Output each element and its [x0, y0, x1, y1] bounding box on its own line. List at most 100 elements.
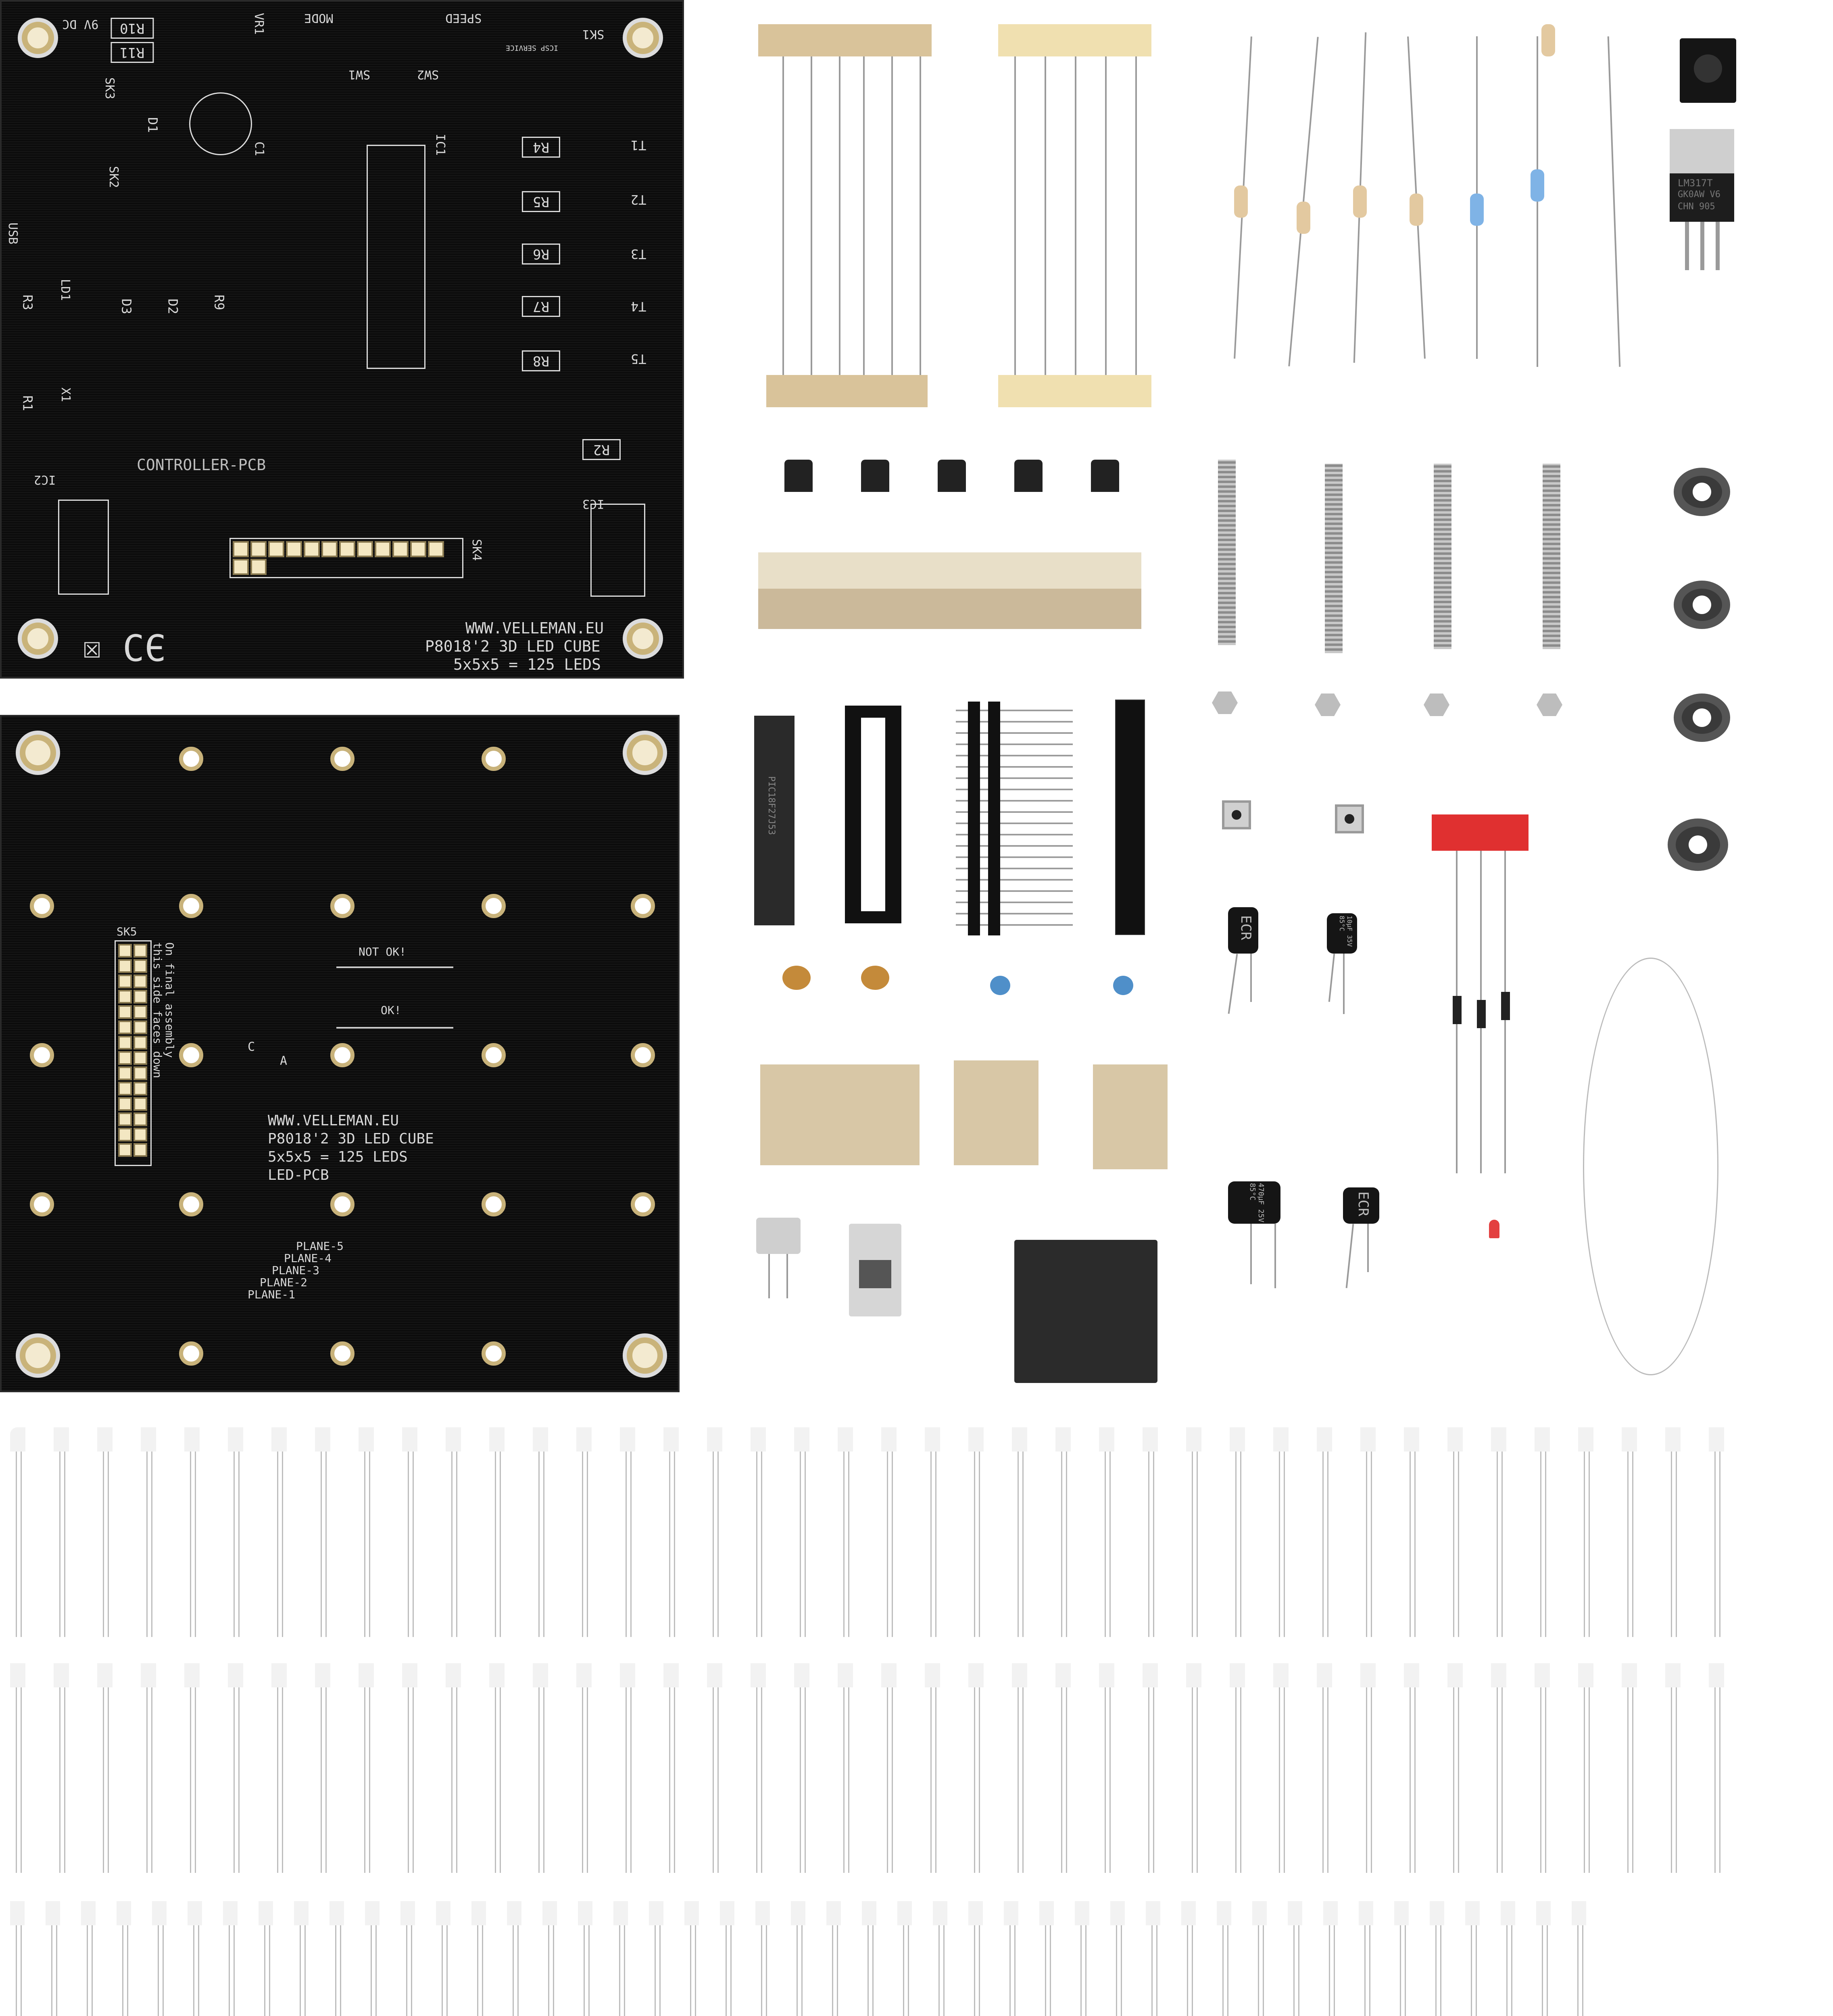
r1-label: R1	[20, 395, 35, 411]
lead	[1716, 222, 1720, 270]
cap-marking: ECR	[1355, 1191, 1371, 1216]
ceramic-capacitor	[990, 976, 1010, 995]
r10-label: R10	[111, 18, 154, 39]
led-pcb: SK5 On final assembly this side faces do…	[0, 715, 680, 1392]
plane-1-label: PLANE-1	[248, 1288, 296, 1301]
tape	[758, 589, 1141, 629]
d3-label: D3	[119, 298, 134, 314]
lead	[1250, 1224, 1252, 1284]
ic3-footprint	[590, 504, 645, 597]
assembly-note-line2: this side faces down	[151, 942, 164, 1079]
led-pcb-website: WWW.VELLEMAN.EU	[268, 1112, 399, 1129]
transistor	[1091, 460, 1119, 492]
led-hole	[30, 1192, 54, 1216]
transistor-strip	[758, 460, 1141, 661]
lead	[1135, 56, 1137, 375]
tape	[1093, 1064, 1168, 1169]
led-pcb-model: P8018'2 3D LED CUBE	[268, 1131, 434, 1147]
r8-label: R8	[522, 350, 560, 371]
plane-4-label: PLANE-4	[284, 1252, 332, 1265]
voltage-regulator: LM317T GK0AW V6 CHN 905	[1670, 129, 1734, 411]
resistor	[1297, 202, 1310, 234]
tape	[1432, 814, 1529, 851]
lead	[782, 56, 784, 375]
regulator-marking-1: LM317T	[1678, 177, 1713, 189]
transistor	[938, 460, 966, 492]
screw	[1434, 464, 1451, 649]
controller-model: P8018'2 3D LED CUBE	[425, 637, 601, 655]
spacer	[1674, 468, 1730, 516]
led-hole	[631, 1192, 655, 1216]
cap-marking: 470µF 25V 85°C	[1248, 1183, 1265, 1223]
plane-2-label: PLANE-2	[260, 1276, 308, 1289]
ic1-footprint	[367, 145, 425, 369]
led-bodies	[10, 1427, 1740, 1452]
ceramic-capacitor	[782, 966, 811, 990]
lead	[1700, 222, 1704, 270]
regulator-marking-2: GK0AW V6	[1678, 190, 1720, 200]
lead	[811, 56, 812, 375]
ce-mark-icon: CЄ	[123, 627, 167, 670]
lead	[1328, 954, 1335, 1002]
sk4-header	[229, 538, 463, 578]
led-leads	[16, 1687, 1746, 1873]
r3-label: R3	[20, 294, 35, 310]
usb-b-connector	[849, 1224, 901, 1316]
plane-3-label: PLANE-3	[272, 1264, 320, 1277]
cap-marking: 10µF 35V 85°C	[1338, 916, 1353, 947]
nut	[1212, 691, 1238, 714]
d2-label: D2	[165, 298, 181, 314]
r4-label: R4	[522, 137, 560, 158]
plane-5-label: PLANE-5	[296, 1239, 344, 1253]
controller-title: CONTROLLER-PCB	[137, 456, 266, 474]
header-strip	[988, 702, 1000, 935]
led-hole	[179, 894, 203, 918]
led-hole	[179, 1341, 203, 1366]
sw2-label: SW2	[417, 67, 439, 81]
tape	[758, 24, 932, 56]
lead	[1343, 954, 1345, 1014]
tactile-button	[1222, 800, 1251, 829]
mcu-marking: PIC18F27J53	[766, 776, 776, 835]
lead	[1367, 1224, 1369, 1272]
electrolytic-capacitor-10uf: 10µF 35V 85°C	[1327, 913, 1357, 954]
sk4-label: SK4	[469, 539, 484, 561]
led-pcb-spec: 5x5x5 = 125 LEDS	[268, 1149, 408, 1165]
tape	[760, 1064, 920, 1165]
regulator-body: LM317T GK0AW V6 CHN 905	[1670, 173, 1734, 222]
regulator-marking-3: CHN 905	[1678, 202, 1715, 212]
crystal	[756, 1218, 801, 1254]
led-hole	[631, 894, 655, 918]
not-ok-label: NOT OK!	[359, 945, 407, 958]
pin-header-female	[1115, 700, 1145, 935]
lead	[1685, 222, 1689, 270]
nut	[1537, 694, 1562, 716]
vr1-label: VR1	[252, 12, 266, 35]
led-hole	[482, 1043, 506, 1067]
nut	[1315, 694, 1341, 716]
mounting-hole	[627, 22, 659, 54]
mounting-hole	[627, 623, 659, 655]
r11-label: R11	[111, 42, 154, 63]
controller-website: WWW.VELLEMAN.EU	[465, 619, 604, 637]
led-bodies	[10, 1901, 1607, 1925]
not-ok-line	[336, 966, 453, 968]
led-leads	[16, 1452, 1746, 1637]
resistor	[1353, 185, 1367, 218]
screw	[1325, 464, 1343, 653]
lead	[1105, 56, 1107, 375]
led-hole	[330, 747, 355, 771]
sk5-header	[115, 940, 152, 1166]
led-bodies	[10, 1663, 1740, 1687]
spacer	[1674, 581, 1730, 629]
lead	[1274, 1224, 1276, 1288]
resistor	[1234, 185, 1248, 218]
sw1-label: SW1	[348, 67, 371, 81]
t5-label: T5	[631, 351, 646, 367]
ic1-label: IC1	[433, 133, 448, 156]
spacer	[1674, 694, 1730, 742]
mounting-hole	[627, 1337, 663, 1374]
d1-label: D1	[145, 117, 161, 133]
ic2-label: IC2	[34, 473, 56, 487]
x1-label: X1	[58, 387, 73, 402]
